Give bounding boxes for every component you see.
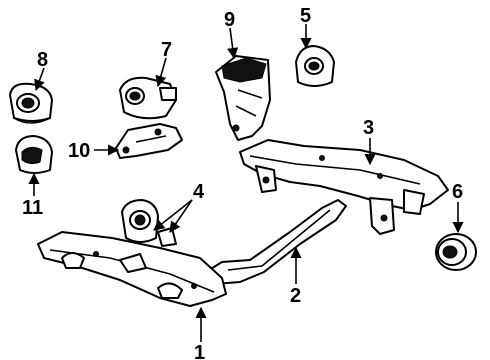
callout-10: 10	[68, 140, 90, 162]
leader-7	[155, 57, 167, 88]
part-9-bracket	[215, 55, 271, 141]
part-8-mount	[9, 82, 53, 124]
callout-2: 2	[290, 285, 301, 307]
leader-8	[34, 67, 45, 92]
leader-9	[227, 27, 239, 60]
callout-3: 3	[363, 117, 374, 139]
leader-4b	[169, 199, 193, 233]
part-7-mount	[119, 76, 177, 120]
part-5-mount	[295, 45, 335, 87]
part-3-crossmember	[239, 139, 449, 235]
callout-7: 7	[161, 39, 172, 61]
callout-4: 4	[193, 181, 205, 203]
callout-11: 11	[22, 197, 43, 219]
part-1-crossmember	[37, 231, 227, 307]
callout-labels: 1 2 3 4 5 6 7 8 9 10 11	[22, 5, 463, 360]
callout-9: 9	[224, 9, 235, 31]
part-10-bracket	[115, 123, 183, 159]
part-11-mount	[15, 135, 53, 174]
callout-6: 6	[452, 181, 463, 203]
part-2-torque-rod	[205, 199, 347, 285]
callout-8: 8	[37, 49, 48, 71]
leader-4a	[153, 199, 193, 231]
part-6-bushing	[435, 233, 477, 271]
leader-lines	[28, 24, 464, 342]
part-4-bushing	[121, 199, 177, 247]
callout-1: 1	[194, 342, 205, 360]
callout-5: 5	[300, 5, 311, 27]
